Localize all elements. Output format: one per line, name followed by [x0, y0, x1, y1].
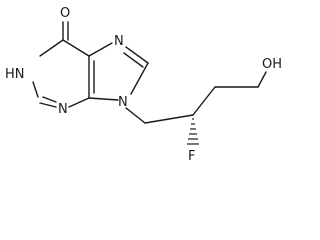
bond-c5-n7 — [88, 42, 113, 57]
atom-hydroxyl: OH — [262, 57, 282, 72]
atom-n3: N — [58, 102, 68, 117]
bond-ch2-oh — [257, 71, 267, 88]
atom-n1h: HN — [5, 67, 25, 82]
bond-c6-c5 — [62, 39, 90, 57]
bond-n9-c4 — [88, 97, 119, 101]
bond-n3-c4 — [68, 97, 90, 108]
bond-chf-ch2 — [192, 86, 216, 116]
structure-diagram: O HN N N N F OH — [5, 6, 282, 164]
atom-n7: N — [114, 34, 124, 49]
molecule-drawing: O HN N N N F OH — [5, 6, 282, 164]
atom-fluorine: F — [188, 149, 195, 164]
bond-n1-c2 — [32, 81, 39, 98]
bond-ch2-chf — [144, 114, 194, 124]
bond-c2-n3-double — [42, 96, 57, 103]
bond-c2-n3 — [39, 102, 57, 108]
bond-n7-c8 — [125, 46, 149, 64]
bond-c8-n9 — [130, 62, 149, 95]
hashed-wedge-bond-c-f — [187, 118, 199, 145]
atom-n9: N — [118, 95, 128, 110]
bond-n7-c8-double — [123, 52, 144, 68]
bond-n9-ch2 — [125, 107, 146, 124]
atom-carbonyl-oxygen: O — [60, 6, 70, 21]
bond-c6-n1 — [39, 39, 64, 57]
